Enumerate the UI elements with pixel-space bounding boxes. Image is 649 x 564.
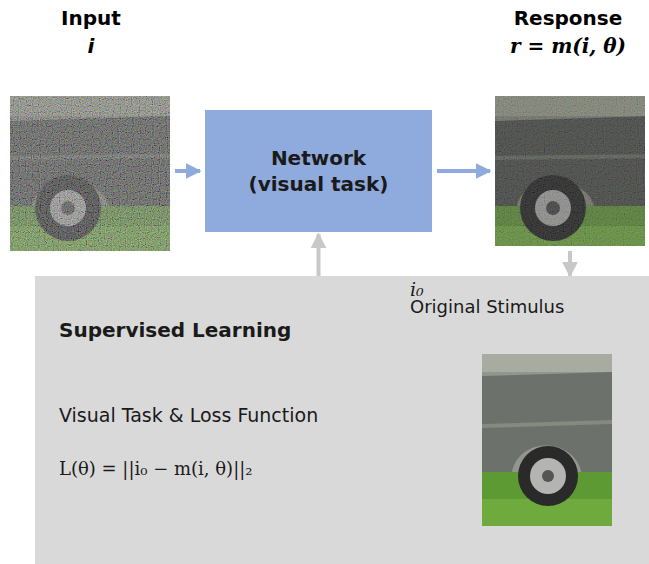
flow-arrow bbox=[175, 169, 200, 173]
image-symbol: r = m(i, θ) bbox=[490, 32, 646, 60]
image-panel: Original Stimulusi₀ bbox=[410, 276, 625, 536]
response-image bbox=[495, 96, 645, 246]
supervision-panel: Supervised LearningVisual Task & Loss Fu… bbox=[35, 276, 649, 564]
flow-arrow bbox=[437, 169, 490, 173]
noisy-input-image bbox=[10, 96, 170, 251]
panel-heading: Supervised Learning bbox=[59, 318, 291, 342]
flow-arrow bbox=[568, 251, 572, 276]
image-panel: Responser = m(i, θ) bbox=[490, 4, 646, 254]
image-heading: Input bbox=[10, 4, 172, 32]
network-label: Network (visual task) bbox=[234, 145, 404, 197]
loss-formula: L(θ) = ||i₀ − m(i, θ)||₂ bbox=[59, 458, 252, 479]
image-symbol: i bbox=[10, 32, 172, 60]
image-heading: Response bbox=[490, 4, 646, 32]
network-box: Network (visual task) bbox=[205, 110, 432, 232]
image-symbol: i₀ bbox=[410, 276, 424, 303]
flow-arrow bbox=[317, 234, 321, 276]
image-heading: Original Stimulus bbox=[410, 276, 564, 319]
original-image bbox=[482, 354, 612, 526]
task-label: Visual Task & Loss Function bbox=[59, 404, 318, 426]
image-panel: Inputi bbox=[10, 4, 172, 254]
